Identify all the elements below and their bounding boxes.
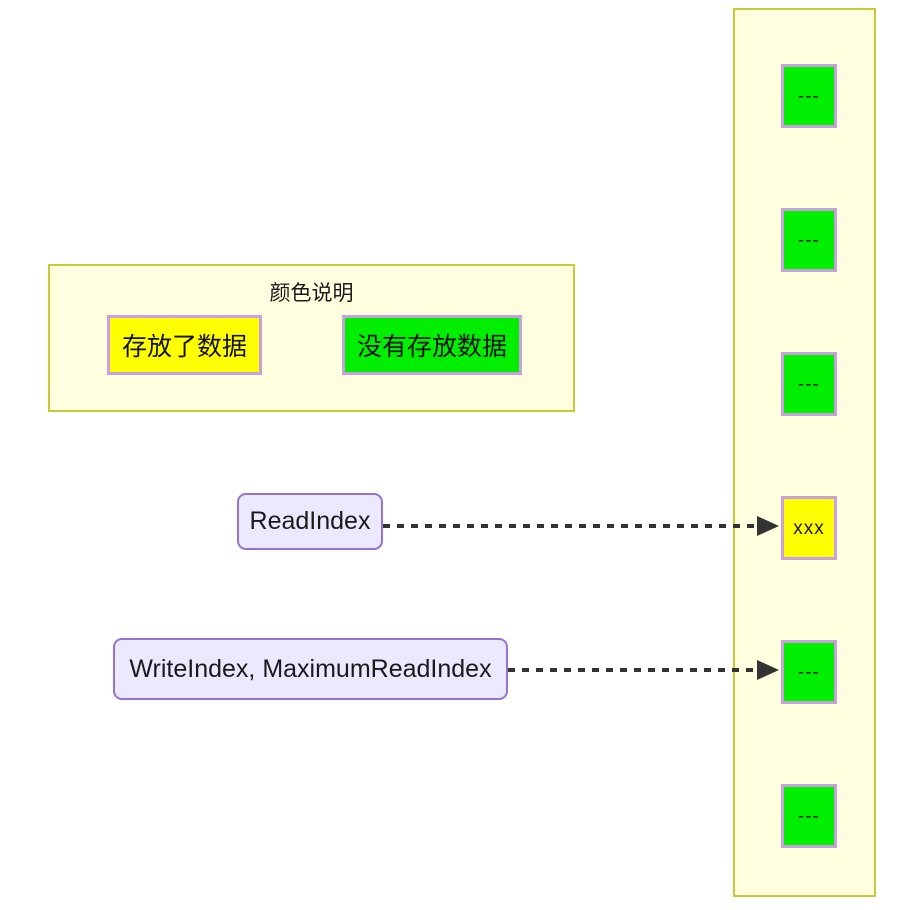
- arrowhead-icon: [757, 516, 779, 536]
- legend-panel: 颜色说明 存放了数据 没有存放数据: [48, 264, 575, 412]
- buffer-slot-label: xxx: [793, 517, 825, 539]
- buffer-slot-label: ---: [798, 373, 820, 395]
- legend-title: 颜色说明: [269, 282, 354, 305]
- buffer-slot[interactable]: ---: [781, 784, 837, 848]
- pointer-label-read-index: ReadIndex: [249, 507, 371, 535]
- legend-swatch-empty-label: 没有存放数据: [356, 333, 507, 361]
- connector-arrow-read-index: [383, 516, 779, 536]
- buffer-slot[interactable]: ---: [781, 208, 837, 272]
- legend-swatch-filled: 存放了数据: [107, 315, 262, 375]
- pointer-label-write-index: WriteIndex, MaximumReadIndex: [129, 654, 492, 683]
- buffer-slot-label: ---: [798, 661, 820, 683]
- legend-swatch-empty: 没有存放数据: [342, 315, 522, 375]
- legend-swatch-filled-label: 存放了数据: [121, 333, 247, 361]
- buffer-slot-write-target[interactable]: ---: [781, 640, 837, 704]
- pointer-box-read-index[interactable]: ReadIndex: [237, 493, 383, 550]
- buffer-column: --- --- --- xxx --- ---: [733, 8, 876, 897]
- buffer-slot[interactable]: ---: [781, 352, 837, 416]
- buffer-slot-read-target[interactable]: xxx: [781, 496, 837, 560]
- buffer-slot-label: ---: [798, 805, 820, 827]
- buffer-slot[interactable]: ---: [781, 64, 837, 128]
- buffer-slot-label: ---: [798, 85, 820, 107]
- buffer-slot-label: ---: [798, 229, 820, 251]
- connector-arrow-write-index: [508, 660, 779, 680]
- arrowhead-icon: [757, 660, 779, 680]
- pointer-box-write-index[interactable]: WriteIndex, MaximumReadIndex: [113, 638, 508, 700]
